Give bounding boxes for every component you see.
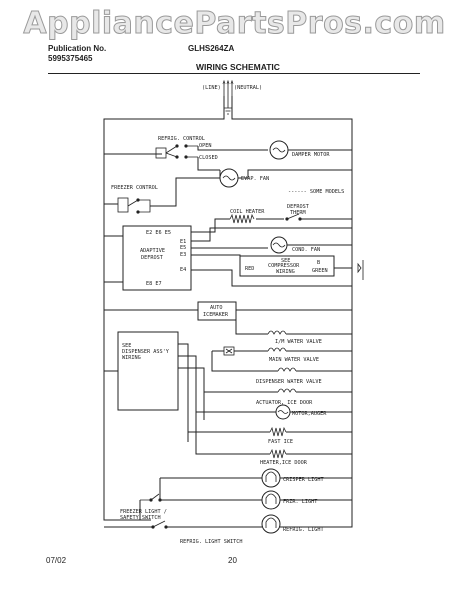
refrig-light-label: REFRIG. LIGHT: [283, 527, 324, 533]
adaptive-feed-wires: [104, 235, 123, 283]
neutral-label: (NEUTRAL): [234, 85, 262, 91]
damper-motor-label: DAMPER MOTOR: [292, 152, 330, 158]
b-terminal-label: B: [317, 260, 320, 266]
ice-door-heater-icon: [195, 436, 352, 459]
actuator-icon: [204, 388, 352, 393]
refrig-light-switch-label: REFRIG. LIGHT SWITCH: [180, 539, 242, 545]
model-number: GLHS264ZA: [188, 44, 235, 53]
dispenser-out-wires: [178, 343, 205, 442]
icemaker-label-2: ICEMAKER: [203, 312, 229, 318]
red-wire-label: RED: [245, 266, 254, 272]
defrost-therm-label-2: THERM: [290, 210, 306, 216]
schematic-title: WIRING SCHEMATIC: [196, 62, 280, 72]
footer-page-number: 20: [228, 556, 237, 565]
line-label: (LINE): [202, 85, 221, 91]
main-water-valve-label: MAIN WATER VALVE: [269, 357, 319, 363]
refrig-control-label: REFRIG. CONTROL: [158, 136, 205, 142]
coil-heater-icon: [178, 213, 284, 233]
freezer-control-label: FREEZER CONTROL: [111, 185, 158, 191]
refrig-light-switch: [104, 520, 262, 529]
terminal-e1: E1: [180, 239, 186, 245]
coil-heater-label: COIL HEATER: [230, 209, 265, 215]
ground-icon: [357, 260, 364, 280]
adaptive-defrost-label-2: DEFROST: [141, 255, 163, 261]
adaptive-e-top-label: E2 E6 E5: [146, 230, 171, 236]
cond-fan-icon: [270, 236, 352, 254]
crisper-light-icon: [160, 468, 352, 488]
wire-e3: [191, 254, 241, 262]
actuator-label: ACTUATOR, ICE DOOR: [256, 400, 313, 406]
refrig-light-icon: [261, 514, 300, 534]
line-rail: [103, 96, 225, 521]
terminal-e4: E4: [180, 267, 186, 273]
publication-number: 5995375465: [48, 54, 93, 63]
wire-e4: [191, 269, 352, 287]
green-wire-label: GREEN: [312, 268, 328, 274]
open-label: OPEN: [199, 143, 212, 149]
dispenser-label-3: WIRING: [122, 355, 141, 361]
evap-fan-label: EVAP. FAN: [241, 176, 269, 182]
compressor-label-1: SEE: [281, 258, 290, 264]
compressor-label-3: WIRING: [276, 269, 295, 275]
wire-e1: [191, 227, 352, 242]
plug-icon: [222, 79, 234, 116]
im-water-valve-icon: [235, 318, 352, 335]
compressor-wiring-box: [239, 255, 335, 277]
refrig-control-switch: [104, 144, 268, 171]
freezer-control-switch: [104, 177, 220, 214]
terminal-e3: E3: [180, 252, 186, 258]
cond-fan-label: COND. FAN: [292, 247, 320, 253]
icemaker-label-1: AUTO: [210, 305, 223, 311]
terminal-e5: E5: [180, 245, 186, 251]
im-water-valve-label: I/M WATER VALVE: [275, 339, 322, 345]
frzr-light-label: FRZR. LIGHT: [283, 499, 317, 505]
watermark: AppliancePartsPros.com: [23, 6, 446, 42]
footer-date: 07/02: [46, 556, 67, 565]
title-rule: [48, 73, 420, 74]
compressor-label-2: COMPRESSOR: [268, 263, 300, 269]
auger-motor-icon: [196, 404, 352, 420]
evap-fan-icon: [219, 168, 352, 188]
adaptive-defrost-box: [122, 225, 192, 291]
main-water-valve-icon: [212, 346, 352, 356]
adaptive-e-bottom-label: E8 E7: [146, 281, 162, 287]
motor-auger-label: MOTOR,AUGER: [292, 411, 327, 417]
defrost-therm-label-1: DEFROST: [287, 204, 309, 210]
dispenser-water-valve-icon: [211, 351, 352, 372]
closed-label: CLOSED: [199, 155, 218, 161]
dispenser-label-2: DISPENSER ASS'Y: [122, 349, 170, 355]
dispenser-water-valve-label: DISPENSER WATER VALVE: [256, 379, 322, 385]
dispenser-label-1: SEE: [122, 343, 131, 349]
neutral-rail: [231, 116, 353, 528]
crisper-light-label: CRISPER LIGHT: [283, 477, 324, 483]
freezer-switch-label-2: SAFETY SWITCH: [120, 515, 161, 521]
heater-ice-door-label: HEATER,ICE DOOR: [260, 460, 308, 466]
fast-ice-label: FAST ICE: [268, 439, 293, 445]
publication-label: Publication No.: [48, 44, 107, 53]
fast-ice-icon: [188, 426, 352, 437]
adaptive-defrost-label-1: ADAPTIVE: [140, 248, 165, 254]
some-models-legend: ------ SOME MODELS: [288, 189, 344, 195]
freezer-switch-label-1: FREEZER LIGHT /: [120, 509, 167, 515]
damper-motor-icon: [269, 140, 352, 160]
defrost-therm-icon: [285, 213, 352, 221]
icemaker-box: [197, 301, 237, 321]
freezer-safety-switch: [139, 493, 162, 520]
